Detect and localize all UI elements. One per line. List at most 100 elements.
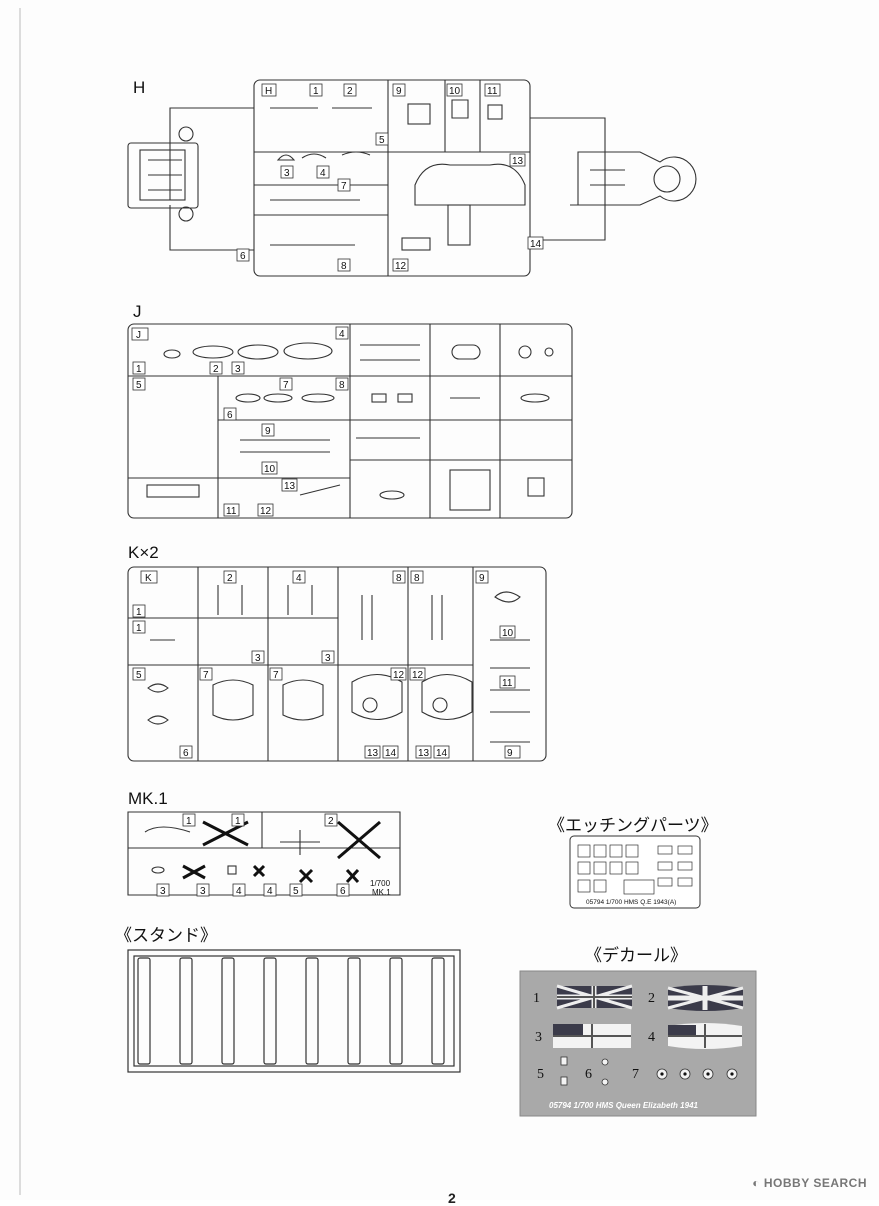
- svg-text:2: 2: [213, 364, 219, 375]
- svg-text:8: 8: [341, 261, 347, 272]
- svg-text:3: 3: [535, 1030, 542, 1045]
- svg-text:1: 1: [136, 364, 142, 375]
- sprue-k-tag: K: [145, 573, 152, 584]
- svg-text:6: 6: [340, 886, 346, 897]
- svg-text:13: 13: [512, 156, 524, 167]
- svg-text:4: 4: [267, 886, 273, 897]
- etching-caption: 05794 1/700 HMS Q.E 1943(A): [586, 899, 676, 906]
- svg-text:7: 7: [283, 380, 289, 391]
- svg-text:2: 2: [648, 991, 655, 1006]
- svg-text:13: 13: [418, 748, 430, 759]
- svg-text:2: 2: [227, 573, 233, 584]
- svg-text:2: 2: [328, 816, 334, 827]
- decal-title: 《デカール》: [585, 946, 687, 966]
- svg-text:1: 1: [136, 623, 142, 634]
- svg-text:9: 9: [479, 573, 485, 584]
- svg-text:1: 1: [533, 991, 540, 1006]
- sprue-h-part-numbers: H 1 2 3 4 5 6 7 8 9 10 11 12 13 14: [236, 83, 544, 272]
- stand-title: 《スタンド》: [115, 926, 217, 946]
- svg-text:13: 13: [284, 481, 296, 492]
- etching-fret: 05794 1/700 HMS Q.E 1943(A): [569, 835, 701, 909]
- svg-text:12: 12: [393, 670, 405, 681]
- svg-text:12: 12: [412, 670, 424, 681]
- svg-text:11: 11: [487, 86, 498, 97]
- sprue-h-label: H: [133, 78, 146, 97]
- svg-text:14: 14: [530, 239, 542, 250]
- sprue-j-label: J: [133, 302, 142, 321]
- white-ensign-4: [668, 1023, 742, 1049]
- svg-text:6: 6: [585, 1067, 592, 1082]
- svg-text:3: 3: [200, 886, 206, 897]
- svg-text:5: 5: [379, 135, 385, 146]
- stand-bars: [137, 957, 445, 1065]
- svg-text:6: 6: [240, 251, 246, 262]
- svg-text:11: 11: [502, 678, 513, 689]
- svg-text:7: 7: [203, 670, 209, 681]
- svg-text:9: 9: [507, 748, 513, 759]
- hobby-search-watermark: ◐ HOBBY SEARCH: [752, 1176, 867, 1190]
- svg-text:5: 5: [537, 1067, 544, 1082]
- svg-text:6: 6: [227, 410, 233, 421]
- mk1-crossed-out-marks: [182, 820, 381, 884]
- svg-text:14: 14: [385, 748, 397, 759]
- svg-text:6: 6: [183, 748, 189, 759]
- svg-text:8: 8: [339, 380, 345, 391]
- decal-numbers: 1 2 3 4 5 6 7: [533, 991, 655, 1082]
- svg-text:7: 7: [273, 670, 279, 681]
- svg-text:8: 8: [414, 573, 420, 584]
- sprue-k-part-numbers: K 1 1 2 4 3 3 5 6 7 7 8 8 9 12 12 10 11 …: [132, 570, 521, 759]
- svg-text:5: 5: [136, 670, 142, 681]
- sprue-j-part-numbers: J 1 2 3 4 5 6 7 8 9 10 11 12 13: [131, 326, 349, 517]
- svg-text:8: 8: [396, 573, 402, 584]
- sprue-j-tag: J: [136, 330, 141, 341]
- svg-text:1: 1: [235, 816, 241, 827]
- mk1-scale-tag: 1/700: [370, 879, 391, 888]
- sprue-k-label: K×2: [128, 543, 159, 562]
- union-flag-2: [667, 985, 744, 1011]
- sprue-j: [127, 323, 573, 519]
- stand-sprue: [127, 949, 461, 1073]
- svg-text:4: 4: [339, 329, 345, 340]
- svg-text:2: 2: [347, 86, 353, 97]
- svg-text:10: 10: [449, 86, 461, 97]
- decal-caption: 05794 1/700 HMS Queen Elizabeth 1941: [549, 1101, 699, 1110]
- svg-text:10: 10: [502, 628, 514, 639]
- svg-text:1: 1: [136, 607, 142, 618]
- svg-text:1: 1: [313, 86, 319, 97]
- svg-text:4: 4: [320, 168, 326, 179]
- decal-sheet: 1 2 3 4 5 6 7 05794 1/700 HMS Queen Eliz…: [519, 970, 757, 1117]
- page-number: 2: [448, 1190, 456, 1206]
- sprue-k: [127, 566, 547, 762]
- svg-text:1: 1: [186, 816, 192, 827]
- svg-text:5: 5: [136, 380, 142, 391]
- sprue-h: [127, 79, 697, 277]
- svg-text:7: 7: [632, 1067, 639, 1082]
- svg-text:3: 3: [325, 653, 331, 664]
- mk1-name-tag: MK.1: [372, 888, 391, 897]
- svg-text:4: 4: [296, 573, 302, 584]
- svg-text:11: 11: [226, 506, 237, 517]
- sprue-mk1: [127, 811, 401, 896]
- etching-parts-title: 《エッチングパーツ》: [548, 816, 718, 836]
- white-ensign-3: [553, 1024, 631, 1048]
- svg-text:14: 14: [436, 748, 448, 759]
- svg-text:5: 5: [293, 886, 299, 897]
- svg-text:9: 9: [396, 86, 402, 97]
- sprue-h-tag: H: [265, 86, 272, 97]
- svg-text:3: 3: [284, 168, 290, 179]
- svg-text:9: 9: [265, 426, 271, 437]
- svg-text:3: 3: [160, 886, 166, 897]
- svg-text:7: 7: [341, 181, 347, 192]
- sprue-mk-label: MK.1: [128, 789, 168, 808]
- svg-text:4: 4: [236, 886, 242, 897]
- svg-text:10: 10: [264, 464, 276, 475]
- svg-text:13: 13: [367, 748, 379, 759]
- sprue-mk1-part-numbers: 1 1 2 3 3 4 4 5 6 1/700 MK.1: [156, 813, 391, 897]
- svg-text:12: 12: [260, 506, 272, 517]
- svg-text:3: 3: [255, 653, 261, 664]
- svg-text:12: 12: [395, 261, 407, 272]
- union-flag-1: [556, 984, 633, 1010]
- svg-text:3: 3: [235, 364, 241, 375]
